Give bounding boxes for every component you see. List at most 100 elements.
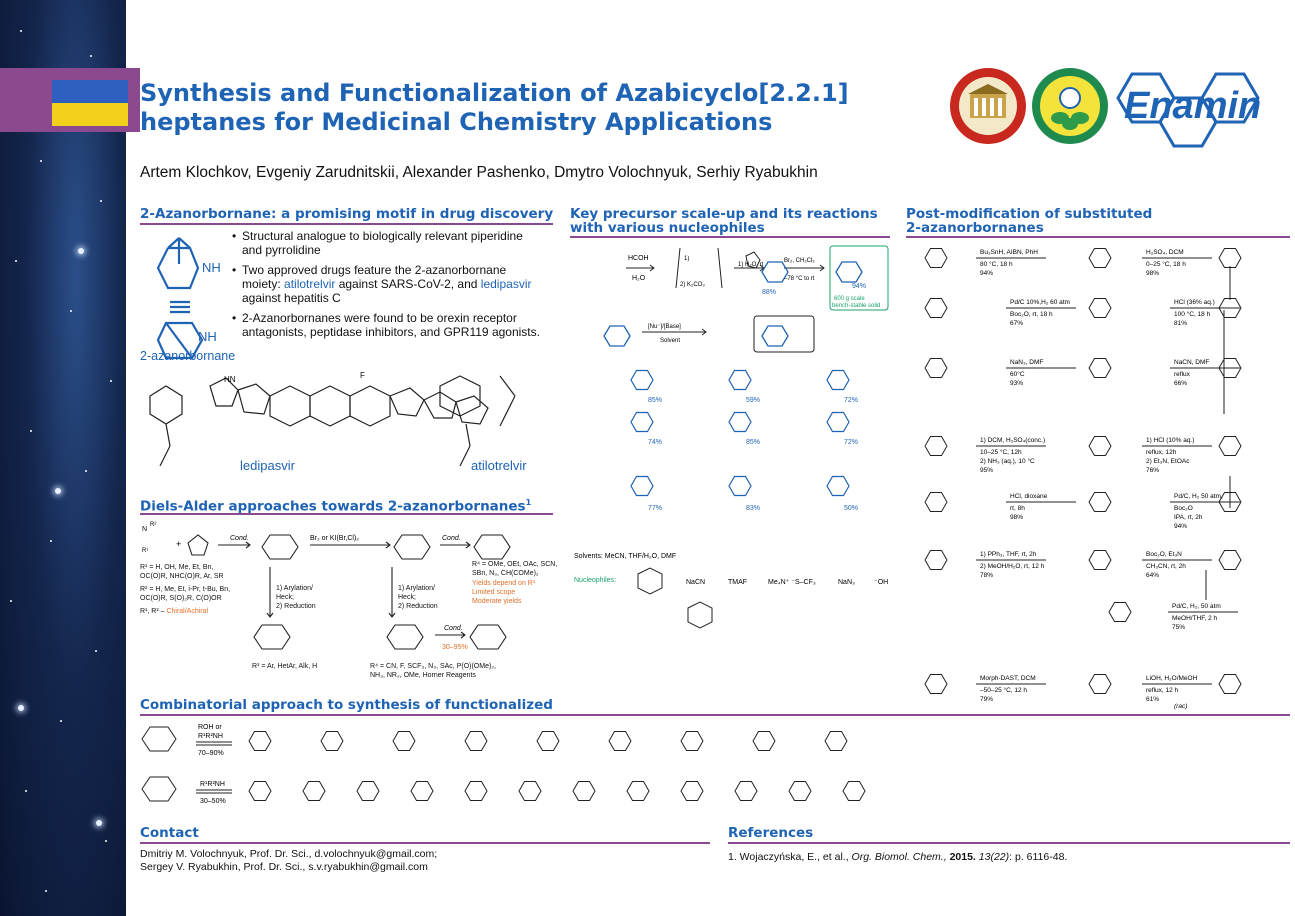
r4-list: R⁴ = OMe, OEt, OAc, SCN,SBn, N₃, CH(COMe… (472, 561, 558, 605)
reaction-condition: IPA, rt, 2h (1174, 514, 1203, 521)
combinatorial-product-row1 (752, 731, 776, 751)
svg-text:72%: 72% (844, 439, 858, 446)
section2-rule (140, 513, 553, 515)
svg-text:1): 1) (684, 256, 689, 262)
contact-volochnyuk: Dmitriy M. Volochnyuk, Prof. Dr. Sci., d… (140, 848, 438, 860)
poster-title: Synthesis and Functionalization of Azabi… (140, 79, 849, 136)
reaction-condition: reflux (1174, 371, 1191, 378)
post-mod-molecule (1088, 436, 1112, 456)
svg-text:94%: 94% (852, 283, 866, 290)
reaction-condition: 100 °C, 18 h (1174, 310, 1211, 318)
da-substituents: R¹ = H, OH, Me, Et, Bn,OC(O)R, NHC(O)R, … (140, 564, 231, 615)
reaction-condition: LiOH, H₂O/MeOH (1146, 675, 1198, 682)
post-mod-molecule (1088, 550, 1112, 570)
svg-text:Cond.: Cond. (444, 625, 463, 632)
svg-text:NH: NH (202, 260, 221, 275)
nucleophile-product (728, 475, 752, 497)
reaction-condition: 80 °C, 18 h (980, 260, 1013, 268)
arylation-cond-1: 1) Arylation/Heck;2) Reduction (276, 585, 316, 610)
reaction-condition: HCl (36% aq.) (1174, 299, 1215, 306)
middle-heading: Key precursor scale-up and its reactions… (570, 206, 878, 236)
svg-text:74%: 74% (648, 439, 662, 446)
combinatorial-product-row2 (680, 781, 704, 801)
svg-text:Me₄N⁺ ⁻S–CF₃: Me₄N⁺ ⁻S–CF₃ (768, 579, 816, 586)
reaction-condition: 0–25 °C, 18 h (1146, 260, 1186, 268)
reaction-condition: 94% (1174, 523, 1187, 530)
post-mod-molecule (1218, 550, 1242, 570)
post-mod-molecule (924, 674, 948, 694)
svg-text:H₂O: H₂O (632, 275, 646, 282)
reaction-condition: 79% (980, 696, 993, 703)
nucleophile-product (630, 411, 654, 433)
combinatorial-product-row2 (788, 781, 812, 801)
reaction-condition: 1) HCl (10% aq.) (1146, 437, 1194, 444)
svg-text:NaN₃: NaN₃ (838, 579, 855, 586)
svg-text:[Nu⁻]/[Base]: [Nu⁻]/[Base] (648, 324, 681, 330)
reaction-condition: 98% (1146, 270, 1159, 277)
reaction-condition: rt, 8h (1010, 505, 1025, 512)
reaction-condition: 10–25 °C, 12h (980, 448, 1022, 456)
reaction-condition: 75% (1172, 624, 1185, 631)
post-mod-molecule (924, 550, 948, 570)
combinatorial-product-row2 (248, 781, 272, 801)
svg-text:HN: HN (224, 375, 236, 384)
contact-heading: Contact (140, 825, 199, 841)
svg-text:TMAF: TMAF (728, 579, 747, 586)
reaction-condition: –50–25 °C, 12 h (980, 686, 1027, 694)
svg-text:R¹: R¹ (142, 548, 148, 554)
svg-text:Solvent: Solvent (660, 338, 680, 344)
reaction-condition: 60°C (1010, 370, 1025, 378)
bullet-2: Two approved drugs feature the 2-azanorb… (232, 263, 542, 305)
svg-text:72%: 72% (844, 397, 858, 404)
contact-block: Dmitriy M. Volochnyuk, Prof. Dr. Sci., d… (140, 848, 437, 874)
svg-text:1) H₂O, rt: 1) H₂O, rt (738, 262, 764, 268)
reaction-condition: HCl, dioxane (1010, 493, 1048, 500)
section3-rule (140, 714, 1290, 716)
svg-text:Br₂ or KI(Br,Cl)₂: Br₂ or KI(Br,Cl)₂ (310, 535, 359, 542)
middle-rule (570, 236, 890, 238)
nucleophile-product (728, 411, 752, 433)
svg-text:(rac): (rac) (1174, 703, 1187, 710)
enamine-logo: Enamine (1116, 72, 1262, 148)
svg-text:Br₂, CH₂Cl₂: Br₂, CH₂Cl₂ (784, 258, 815, 264)
svg-text:85%: 85% (648, 397, 662, 404)
references-heading: References (728, 825, 814, 841)
reaction-condition: Pd/C, H₂ 50 atm, (1174, 493, 1223, 500)
svg-text:–78 °C to rt: –78 °C to rt (784, 276, 815, 282)
reaction-condition: CH₃CN, rt, 2h (1146, 563, 1186, 570)
section1-rule (140, 223, 553, 225)
nucleophile-product (630, 475, 654, 497)
r4-bottom-note: R⁴ = CN, F, SCF₃, N₃, SAc, P(O)(OMe)₂,NH… (370, 663, 496, 679)
post-mod-molecule (924, 492, 948, 512)
combinatorial-product-row1 (464, 731, 488, 751)
contact-ryabukhin: Sergey V. Ryabukhin, Prof. Dr. Sci., s.v… (140, 861, 428, 873)
svg-text:R¹R²NH: R¹R²NH (200, 781, 225, 788)
svg-text:bench-stable solid: bench-stable solid (832, 303, 880, 309)
reaction-condition: 95% (980, 467, 993, 474)
svg-text:R²: R² (150, 522, 156, 528)
nucleophile-product (728, 369, 752, 391)
reaction-condition: Pd/C, H₂, 50 atm (1172, 603, 1221, 610)
post-mod-molecule (1218, 436, 1242, 456)
svg-text:Cond.: Cond. (442, 535, 461, 542)
section1-bullets: Structural analogue to biologically rele… (232, 229, 542, 345)
combinatorial-product-row2 (410, 781, 434, 801)
authors: Artem Klochkov, Evgeniy Zarudnitskii, Al… (140, 164, 818, 181)
combinatorial-product-row1 (248, 731, 272, 751)
reaction-condition: MeOH/THF, 2 h (1172, 615, 1218, 622)
reaction-condition: 2) MeOH/H₂O, rt, 12 h (980, 563, 1045, 570)
reaction-condition: Boc₂O, Et₃N (1146, 551, 1182, 558)
svg-text:88%: 88% (762, 289, 776, 296)
svg-text:77%: 77% (648, 505, 662, 512)
reaction-condition: Boc₂O (1174, 505, 1193, 512)
reaction-condition: Pd/C 10%,H₂ 60 atm (1010, 299, 1070, 306)
combinatorial-product-row1 (680, 731, 704, 751)
atilotrelvir-label: atilotrelvir (471, 458, 527, 473)
reaction-condition: NaCN, DMF (1174, 359, 1209, 366)
post-mod-molecule (1218, 248, 1242, 268)
svg-text:ROH or: ROH or (198, 724, 222, 731)
